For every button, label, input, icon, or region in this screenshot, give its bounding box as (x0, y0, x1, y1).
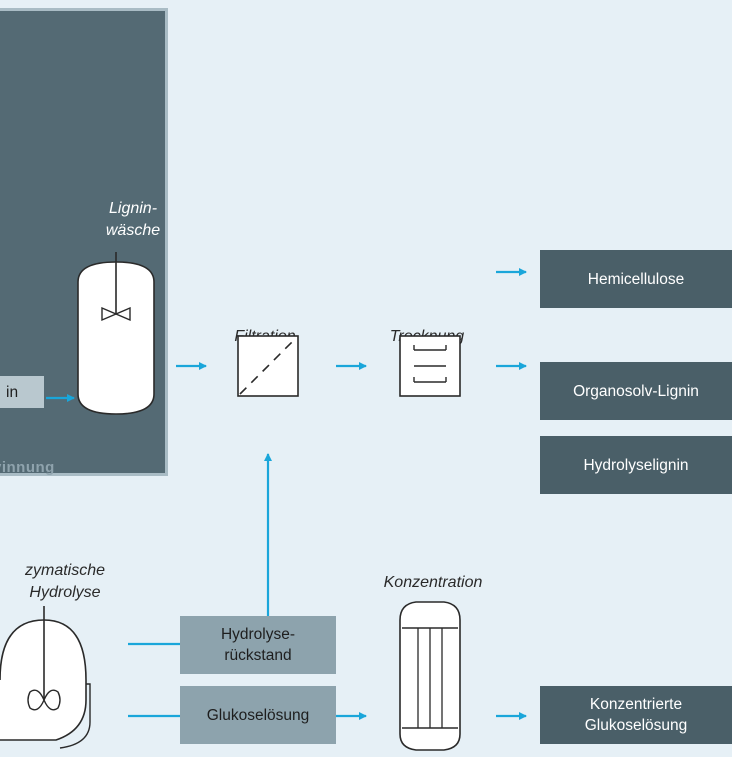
concentration-label: Konzentration (383, 574, 483, 591)
lignin-wash-label: Lignin- wäsche (105, 200, 161, 239)
lignin-wash-vessel-icon (77, 252, 155, 415)
hydrolysis-residue-label: Hydrolyse- rückstand (220, 626, 296, 664)
hemicellulose-box: Hemicellulose (540, 250, 732, 308)
lignin-stream-box: in (0, 376, 44, 408)
lignin-stream-label: in (6, 383, 19, 401)
drying-icon (399, 335, 461, 397)
glucose-solution-box: Glukoselösung (180, 686, 336, 744)
hydrolysis-residue-box: Hydrolyse- rückstand (180, 616, 336, 674)
concentrated-glucose-label: Konzentrierte Glukoselösung (584, 696, 688, 734)
hydrolysis-lignin-box: Hydrolyselignin (540, 436, 732, 494)
hydrolysis-lignin-label: Hydrolyselignin (583, 456, 689, 474)
organosolv-lignin-box: Organosolv-Lignin (540, 362, 732, 420)
concentration-column-icon (399, 601, 461, 751)
hydrolysis-vessel-icon (0, 606, 91, 749)
flow-arrows (46, 268, 527, 720)
panel-footer-label: vinnung (0, 459, 55, 476)
enzymatic-hydrolysis-label: zymatische Hydrolyse (24, 562, 106, 601)
glucose-solution-label: Glukoselösung (206, 706, 310, 724)
organosolv-lignin-label: Organosolv-Lignin (573, 382, 699, 400)
concentrated-glucose-box: Konzentrierte Glukoselösung (540, 686, 732, 744)
hemicellulose-label: Hemicellulose (587, 270, 685, 288)
filtration-icon (237, 335, 299, 397)
